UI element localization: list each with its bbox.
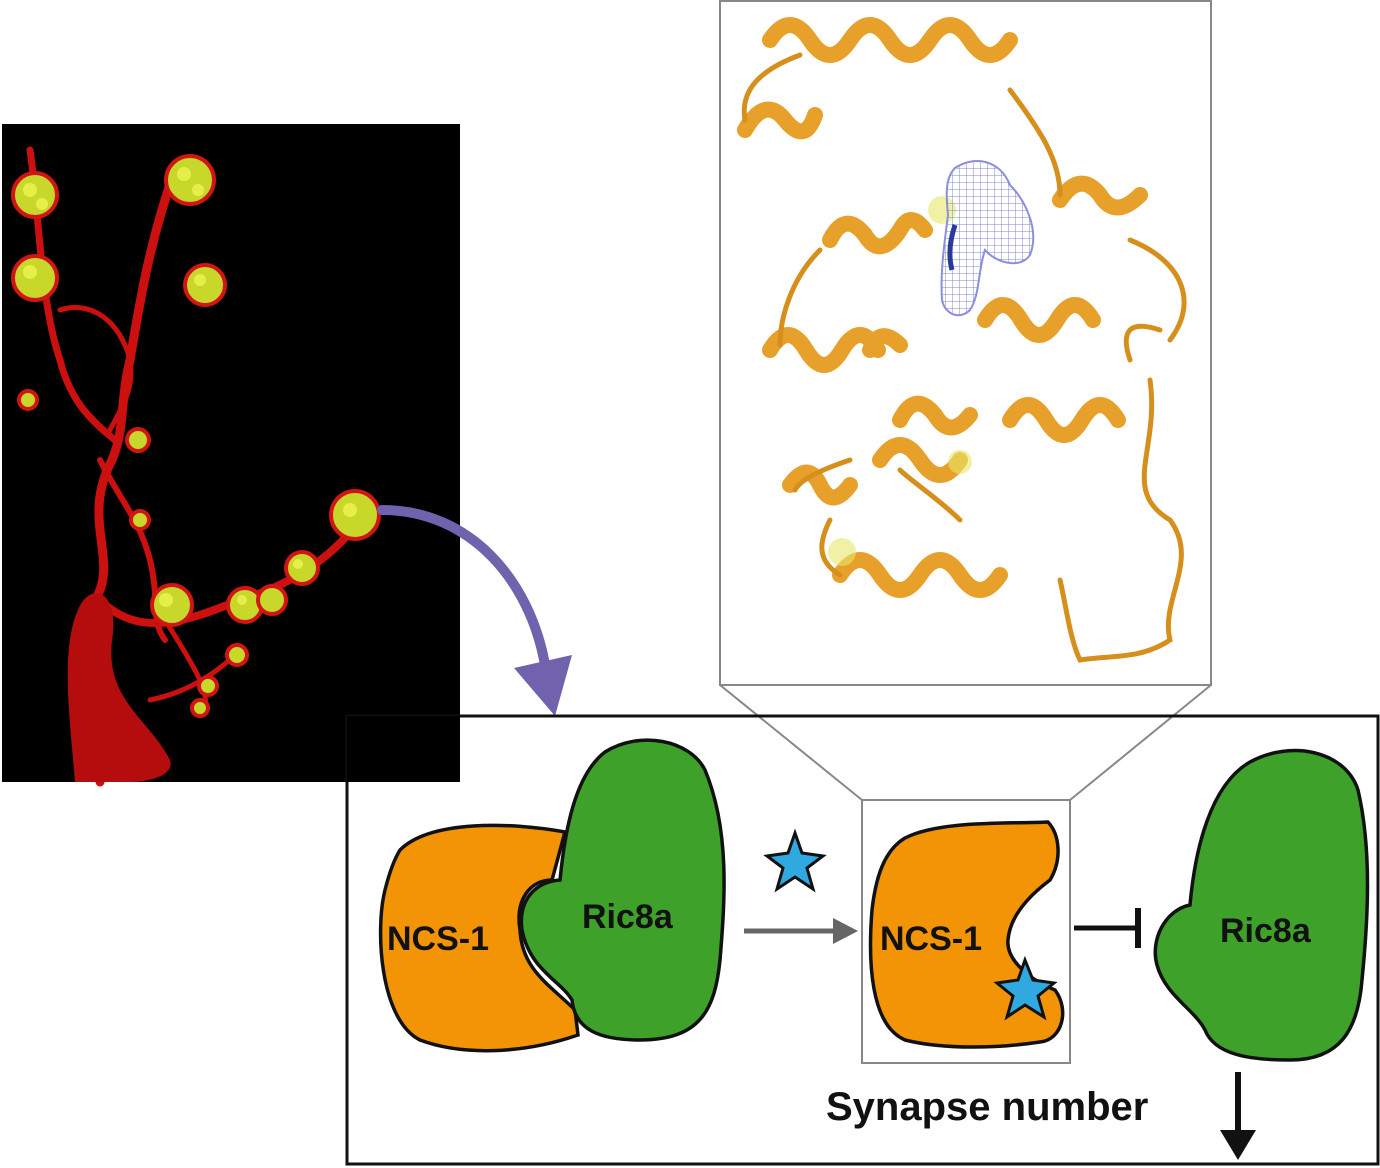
schematic-border bbox=[345, 714, 1380, 1166]
microscopy-image bbox=[2, 124, 460, 787]
microscopy-overlap bbox=[347, 716, 460, 782]
synapse-number-label: Synapse number bbox=[826, 1085, 1148, 1129]
ncs1-left-shape bbox=[378, 823, 580, 1053]
zoom-connector-lines bbox=[719, 684, 1212, 801]
electron-density-mesh bbox=[940, 160, 1035, 317]
arrow-down-icon bbox=[1220, 1072, 1256, 1160]
protein-structure-panel bbox=[719, 0, 1212, 686]
star-icon bbox=[993, 955, 1058, 1021]
star-icon bbox=[763, 828, 827, 893]
ncs1-center-label: NCS-1 bbox=[880, 920, 982, 958]
thick-axon bbox=[67, 593, 171, 782]
zoom-box bbox=[861, 799, 1071, 1064]
ric8a-left-label: Ric8a bbox=[582, 898, 674, 936]
ric8a-right-label: Ric8a bbox=[1220, 912, 1312, 950]
protein-ribbon bbox=[737, 17, 1148, 598]
schematic-panel: NCS-1 Ric8a NCS-1 Ric8a Synapse number bbox=[345, 714, 1380, 1166]
inhibition-bar-icon bbox=[1074, 908, 1141, 948]
purple-curved-arrow bbox=[377, 505, 572, 716]
protein-loops bbox=[741, 52, 1187, 663]
ncs1-left-label: NCS-1 bbox=[387, 920, 489, 958]
ric8a-right-shape bbox=[1153, 748, 1370, 1062]
ric8a-left-shape bbox=[519, 738, 726, 1042]
bouton-highlights bbox=[23, 167, 357, 607]
arrow-right-icon bbox=[744, 918, 858, 944]
ncs1-ric8a-complex bbox=[378, 738, 726, 1053]
